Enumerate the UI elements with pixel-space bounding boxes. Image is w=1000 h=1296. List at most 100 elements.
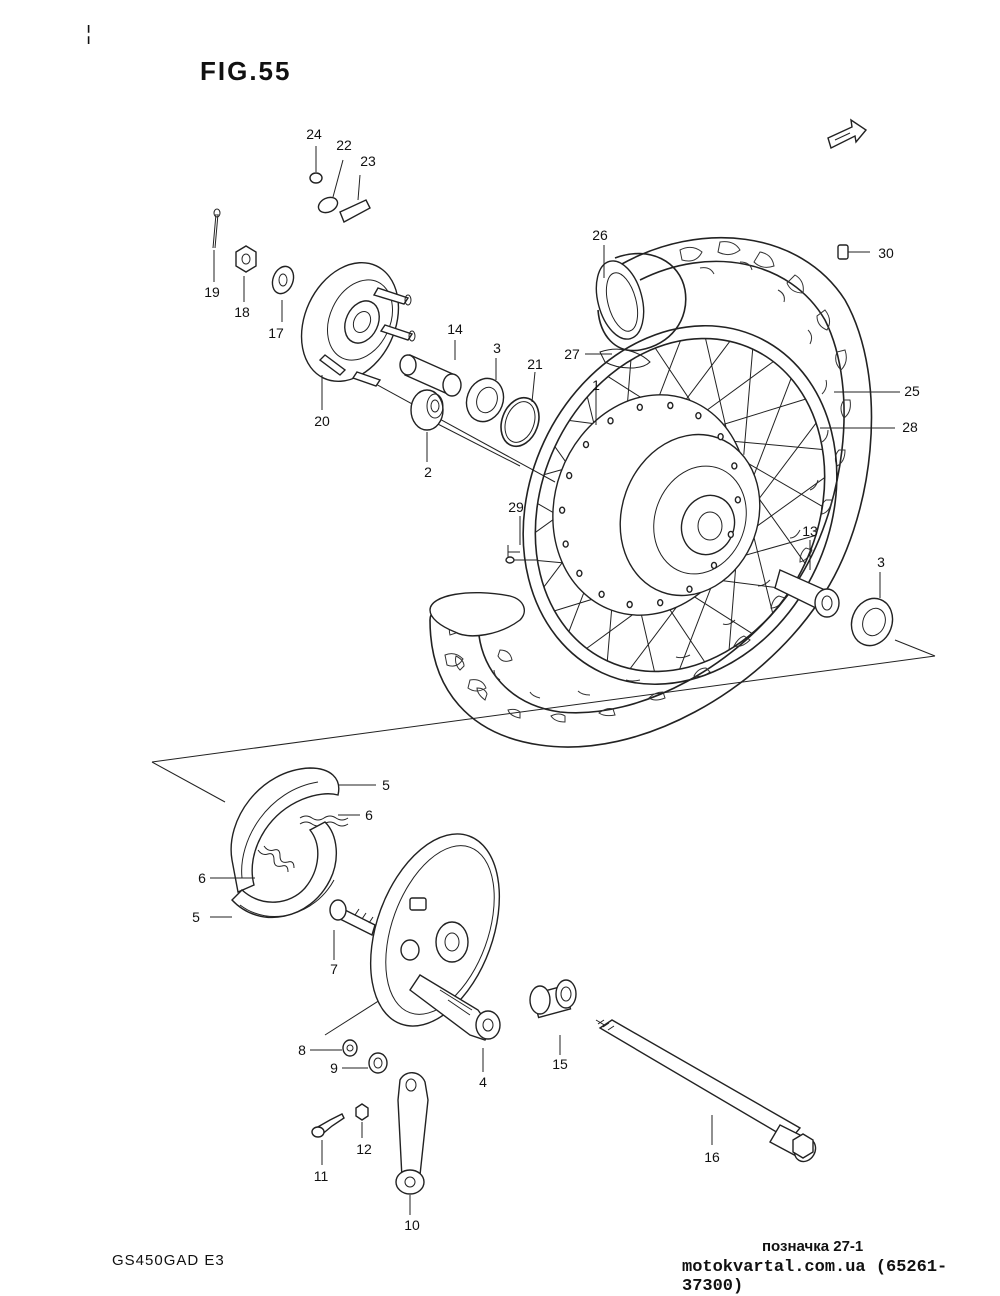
tire	[429, 236, 873, 748]
part-label-22: 22	[336, 137, 352, 153]
brake-shoe-upper	[230, 767, 340, 893]
part-label-25: 25	[904, 383, 920, 399]
hub-hole	[695, 412, 702, 420]
hub-hole	[710, 561, 718, 570]
part-label-15: 15	[552, 1056, 568, 1072]
spoke	[751, 422, 817, 509]
part-label-6b: 6	[198, 870, 206, 886]
spoke	[751, 378, 792, 481]
part-label-11: 11	[314, 1168, 329, 1184]
hub-hole	[558, 506, 566, 514]
figure-title: FIG.55	[200, 56, 291, 86]
lever-bolt	[311, 1113, 345, 1138]
part-label-23: 23	[360, 153, 376, 169]
part-label-21: 21	[527, 356, 543, 372]
spoke	[714, 398, 806, 428]
part-label-17: 17	[268, 325, 284, 341]
part-label-19: 19	[204, 284, 220, 300]
part-label-26: 26	[592, 227, 608, 243]
bearing-upper	[465, 377, 505, 423]
hub-hole	[626, 600, 633, 609]
wheel-hub	[552, 394, 761, 616]
spacer	[410, 389, 444, 431]
part-label-13: 13	[802, 523, 818, 539]
brake-panel	[369, 833, 501, 1041]
axle-nut	[235, 245, 257, 273]
cotter-pin	[212, 208, 221, 249]
part-label-10: 10	[404, 1217, 420, 1233]
spoke	[705, 338, 729, 436]
part-label-3a: 3	[493, 340, 501, 356]
hub-hole	[727, 530, 735, 539]
axle-spacer	[529, 979, 577, 1019]
part-label-14: 14	[447, 321, 463, 337]
hub-hole	[656, 599, 664, 607]
footer-site: motokvartal.com.ua (65261-37300)	[682, 1258, 948, 1296]
hub-hole	[607, 417, 614, 425]
part-label-20: 20	[314, 413, 330, 429]
axle-washer	[271, 265, 295, 295]
part-label-1: 1	[592, 377, 600, 393]
part-label-4: 4	[479, 1074, 487, 1090]
o-ring	[500, 396, 540, 448]
spoke	[752, 489, 806, 564]
part-label-29: 29	[508, 499, 524, 515]
spoke	[743, 349, 754, 455]
part-label-9: 9	[330, 1060, 338, 1076]
valve-cap	[837, 244, 870, 260]
axle	[597, 1019, 817, 1163]
spacer-right	[774, 569, 840, 618]
hub-hole	[717, 432, 724, 441]
footer-note: позначка 27-1	[762, 1238, 864, 1255]
part-label-28: 28	[902, 419, 918, 435]
spoke-marker	[505, 545, 538, 564]
part-label-7: 7	[330, 961, 338, 977]
part-label-2: 2	[424, 464, 432, 480]
brake-cam	[329, 899, 376, 936]
hub-hole	[686, 585, 693, 593]
hub-hole	[598, 590, 605, 598]
part-label-24: 24	[306, 126, 322, 142]
hub-hole	[582, 440, 590, 449]
lock-bolt	[309, 146, 323, 184]
hub-hole	[576, 569, 583, 578]
hub-hole	[565, 471, 573, 480]
part-label-12: 12	[356, 1141, 372, 1157]
lock-plate	[339, 174, 371, 223]
spoke	[734, 440, 823, 450]
rim-band	[599, 348, 651, 369]
hub-holes	[558, 401, 742, 609]
part-label-8: 8	[298, 1042, 306, 1058]
hub-hole	[562, 540, 569, 548]
bearing-lower	[850, 597, 894, 647]
corner-mark: ¦	[86, 23, 91, 45]
brake-shoe-lower	[231, 821, 338, 919]
part-label-27: 27	[564, 346, 580, 362]
sprocket-spacer	[399, 354, 462, 397]
part-label-30: 30	[878, 245, 894, 261]
leader-lines	[210, 245, 900, 1215]
hub-hole	[667, 401, 674, 410]
spoke	[747, 462, 823, 507]
part-label-3b: 3	[877, 554, 885, 570]
sprocket-drum	[300, 261, 416, 387]
part-label-18: 18	[234, 304, 250, 320]
lever-nut	[355, 1103, 369, 1121]
seal-ring	[368, 1052, 388, 1074]
tube	[595, 252, 687, 352]
hub-hole	[731, 462, 738, 470]
model-code: GS450GAD E3	[112, 1252, 225, 1269]
hub-hole	[734, 496, 742, 504]
part-labels: 1 2 3 3 4 5 5 6 6 7 8 9 10 11 12 13 14 1…	[192, 126, 920, 1233]
part-label-5a: 5	[382, 777, 390, 793]
lock-washer	[317, 159, 344, 214]
part-label-16: 16	[704, 1149, 720, 1165]
washer	[342, 1039, 358, 1057]
front-arrow-icon	[827, 118, 868, 149]
part-label-5b: 5	[192, 909, 200, 925]
part-label-6a: 6	[365, 807, 373, 823]
cam-lever	[395, 1072, 429, 1195]
hub-hole	[636, 403, 644, 411]
spring-lower	[257, 845, 295, 873]
